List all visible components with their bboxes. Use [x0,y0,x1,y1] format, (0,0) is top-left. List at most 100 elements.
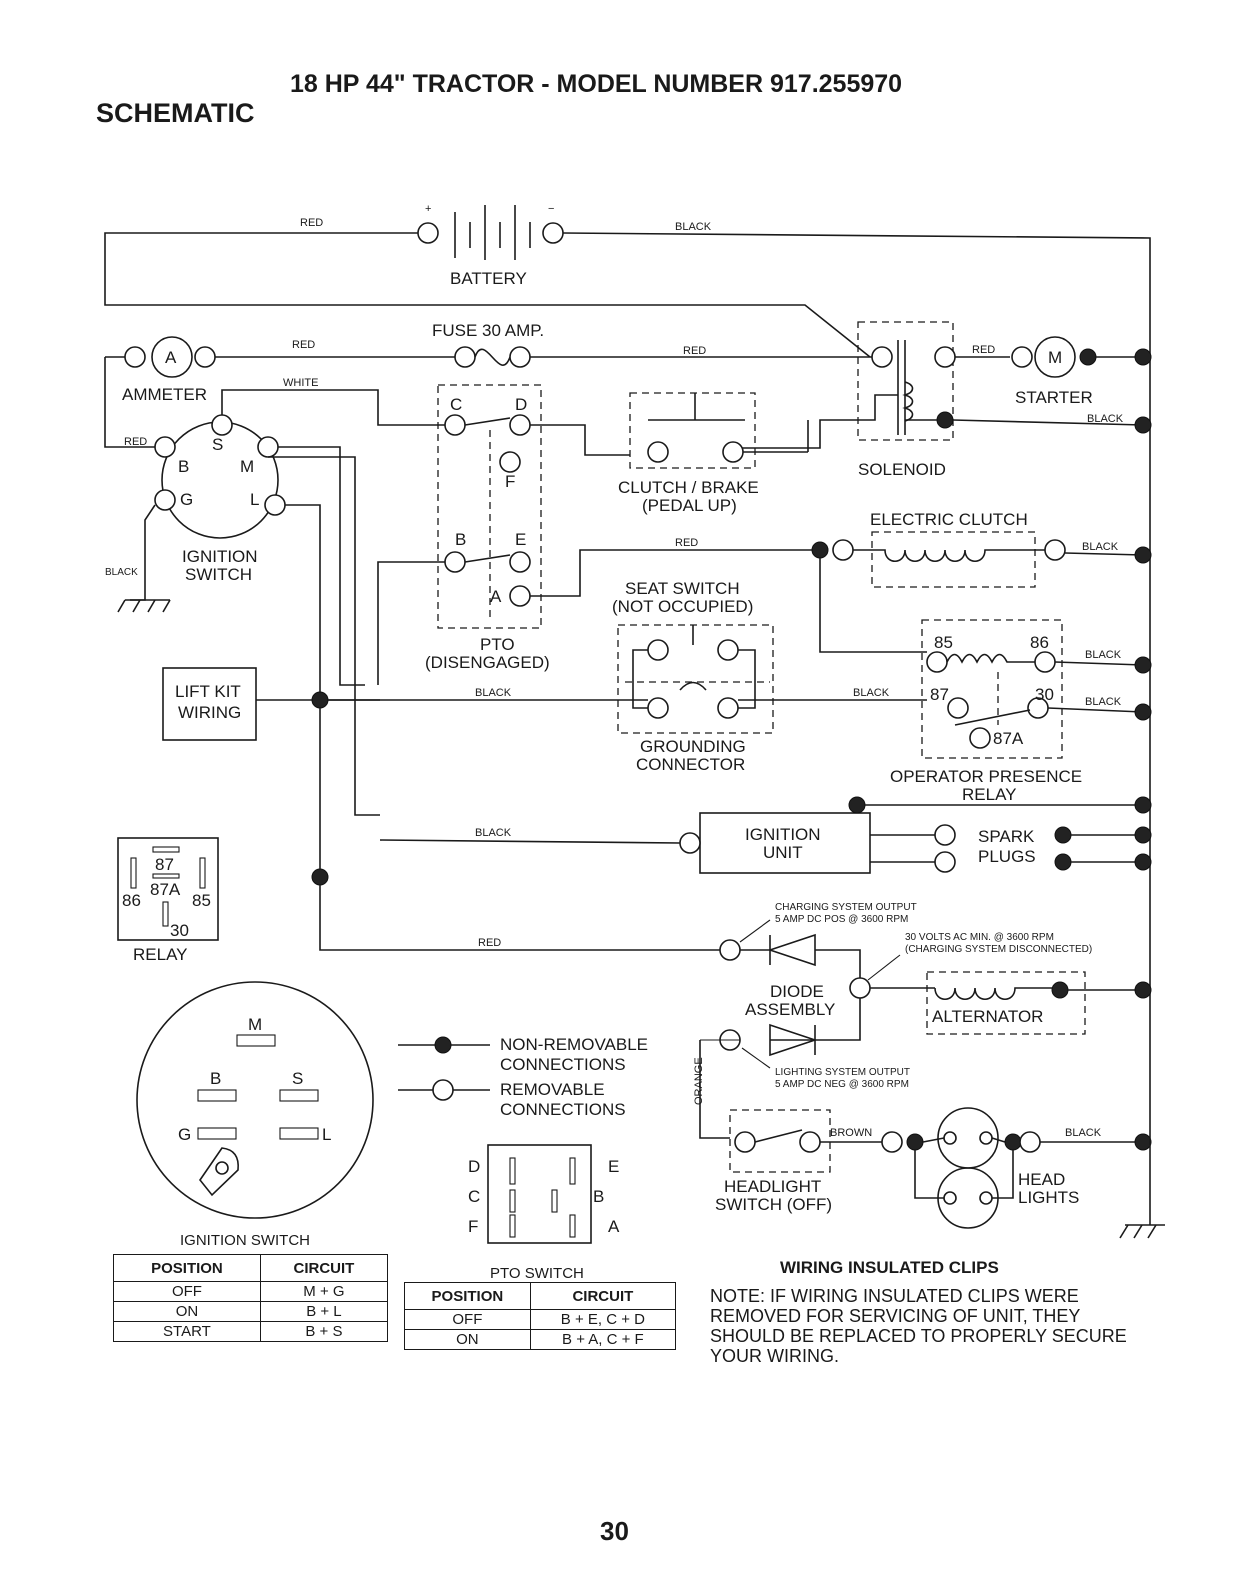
ammeter: A AMMETER RED [104,336,216,448]
operator-presence-relay: 85 86 87 30 87A BLACK BLACK OPERATOR PRE… [890,619,1152,804]
svg-text:(CHARGING SYSTEM DISCONNECTED): (CHARGING SYSTEM DISCONNECTED) [905,944,1092,955]
svg-text:SWITCH: SWITCH [185,565,252,584]
svg-text:STARTER: STARTER [1015,388,1093,407]
svg-text:D: D [468,1157,480,1176]
svg-text:87: 87 [155,855,174,874]
svg-text:BLACK: BLACK [1085,696,1122,708]
svg-text:ASSEMBLY: ASSEMBLY [745,1000,835,1019]
svg-text:(NOT OCCUPIED): (NOT OCCUPIED) [612,597,753,616]
svg-text:RELAY: RELAY [962,785,1017,804]
svg-text:BLACK: BLACK [475,827,512,839]
table-row: OFF B + E, C + D [404,1309,677,1330]
svg-text:IGNITION SWITCH: IGNITION SWITCH [180,1232,310,1249]
svg-text:AMMETER: AMMETER [122,385,207,404]
svg-text:M: M [240,457,254,476]
svg-text:NON-REMOVABLE: NON-REMOVABLE [500,1035,648,1054]
svg-text:IGNITION: IGNITION [745,825,821,844]
svg-text:ELECTRIC CLUTCH: ELECTRIC CLUTCH [870,510,1028,529]
svg-text:CHARGING SYSTEM OUTPUT: CHARGING SYSTEM OUTPUT [775,902,917,913]
table-header: POSITION [113,1254,261,1282]
svg-text:M: M [1048,348,1062,367]
svg-text:BLACK: BLACK [1085,649,1122,661]
svg-text:SEAT SWITCH: SEAT SWITCH [625,579,740,598]
svg-text:IGNITION: IGNITION [182,547,258,566]
table-row: START B + S [113,1321,389,1342]
svg-text:−: − [548,203,554,215]
legend: NON-REMOVABLE CONNECTIONS REMOVABLE CONN… [398,1035,648,1119]
svg-text:UNIT: UNIT [763,843,803,862]
svg-text:(PEDAL UP): (PEDAL UP) [642,496,737,515]
table-row: ON B + L [113,1301,389,1322]
starter: M STARTER BLACK [952,336,1152,434]
svg-text:FUSE 30 AMP.: FUSE 30 AMP. [432,321,544,340]
svg-text:B: B [178,457,189,476]
svg-text:BLACK: BLACK [675,221,712,233]
svg-text:87: 87 [930,685,949,704]
table-header: CIRCUIT [529,1282,677,1310]
lift-kit-wiring: LIFT KIT WIRING [162,667,380,741]
svg-text:BLACK: BLACK [853,687,890,699]
svg-text:B: B [210,1069,221,1088]
svg-text:BLACK: BLACK [1087,413,1124,425]
svg-text:RED: RED [124,436,147,448]
svg-text:ALTERNATOR: ALTERNATOR [932,1007,1043,1026]
svg-text:C: C [450,395,462,414]
svg-text:RED: RED [300,217,323,229]
svg-text:SPARK: SPARK [978,827,1035,846]
headlight-switch: ORANGE BROWN HEADLIGHT SWITCH (OFF) [693,1040,882,1214]
table-header: CIRCUIT [259,1254,389,1282]
page-subtitle: SCHEMATIC [96,98,255,128]
svg-text:F: F [468,1217,478,1236]
relay-symbol: 87 87A 86 85 30 RELAY [117,837,219,964]
ignition-switch-table: POSITION CIRCUIT OFF M + G ON B + L STAR… [113,1254,389,1342]
svg-text:SOLENOID: SOLENOID [858,460,946,479]
note-text: NOTE: IF WIRING INSULATED CLIPS WERE REM… [710,1286,1127,1366]
svg-text:86: 86 [122,891,141,910]
svg-text:RED: RED [972,344,995,356]
table-row: OFF M + G [113,1281,389,1302]
ground-symbol [1119,1135,1165,1239]
svg-text:G: G [178,1125,191,1144]
svg-text:BLACK: BLACK [1082,541,1119,553]
svg-text:RELAY: RELAY [133,945,188,964]
svg-text:BROWN: BROWN [830,1127,872,1139]
svg-text:LIGHTS: LIGHTS [1018,1188,1079,1207]
svg-text:CONNECTIONS: CONNECTIONS [500,1100,626,1119]
diode-assembly: CHARGING SYSTEM OUTPUT 5 AMP DC POS @ 36… [700,902,1092,1090]
svg-text:RED: RED [292,339,315,351]
fuse: FUSE 30 AMP. [432,321,544,368]
pto-switch: C D F B E A PTO (DISENGAGED) [377,384,820,685]
svg-text:DIODE: DIODE [770,982,824,1001]
svg-text:BLACK: BLACK [1065,1127,1102,1139]
svg-text:G: G [180,490,193,509]
head-lights: BLACK HEAD LIGHTS [881,1107,1152,1229]
svg-text:L: L [250,490,259,509]
svg-text:BLACK: BLACK [105,567,138,578]
svg-text:REMOVABLE: REMOVABLE [500,1080,605,1099]
svg-text:PTO: PTO [480,635,515,654]
svg-text:CONNECTIONS: CONNECTIONS [500,1055,626,1074]
svg-text:30: 30 [1035,685,1054,704]
page-number: 30 [600,1516,629,1546]
svg-text:E: E [608,1157,619,1176]
svg-text:5 AMP DC NEG @ 3600 RPM: 5 AMP DC NEG @ 3600 RPM [775,1079,909,1090]
svg-text:WHITE: WHITE [283,377,318,389]
svg-text:LIGHTING SYSTEM OUTPUT: LIGHTING SYSTEM OUTPUT [775,1067,910,1078]
ignition-switch-symbol: S B M G L BLACK IGNITION SWITCH WHITE [105,377,445,816]
battery-label: BATTERY [450,269,527,288]
svg-text:M: M [248,1015,262,1034]
svg-text:87A: 87A [150,880,181,899]
svg-text:30 VOLTS AC MIN. @ 3600 RPM: 30 VOLTS AC MIN. @ 3600 RPM [905,932,1054,943]
electric-clutch: ELECTRIC CLUTCH BLACK RED [675,510,1152,653]
pto-switch-table: POSITION CIRCUIT OFF B + E, C + D ON B +… [404,1282,677,1350]
svg-text:ORANGE: ORANGE [693,1057,705,1105]
svg-text:S: S [212,435,223,454]
svg-text:GROUNDING: GROUNDING [640,737,746,756]
solenoid: SOLENOID [740,321,956,479]
svg-text:+: + [425,203,431,215]
svg-text:B: B [593,1187,604,1206]
svg-text:S: S [292,1069,303,1088]
seat-switch: SEAT SWITCH (NOT OCCUPIED) BLACK BLACK G… [380,579,927,774]
svg-text:A: A [608,1217,620,1236]
